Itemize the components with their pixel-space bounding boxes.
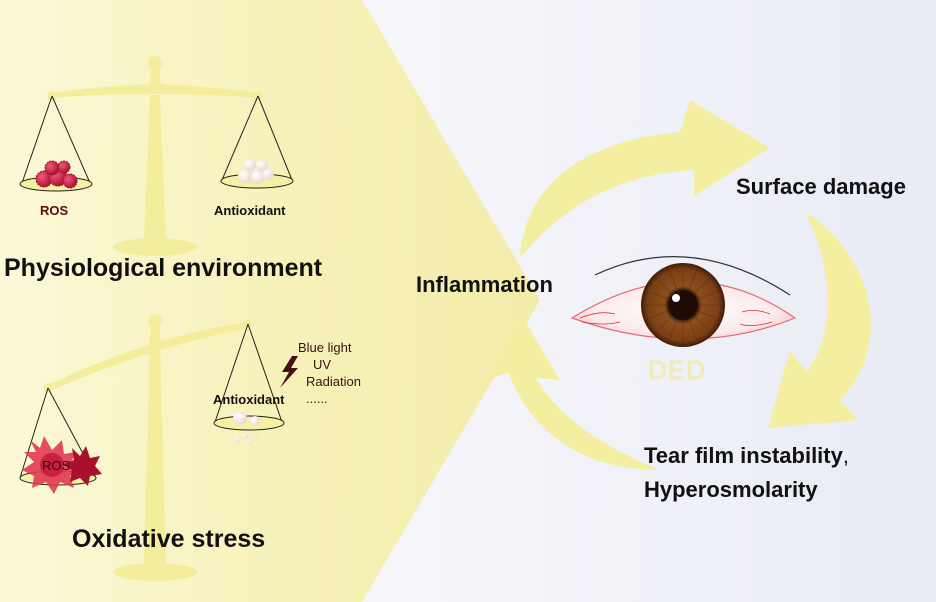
caption-oxidative-stress: Oxidative stress (72, 525, 266, 553)
antioxidant-label-top: Antioxidant (214, 203, 286, 218)
balance-scale-bottom (19, 314, 298, 581)
label-ded: DED (648, 355, 706, 385)
label-inflammation: Inflammation (416, 272, 553, 297)
tear-film-comma: , (842, 443, 849, 468)
ros-label-top: ROS (40, 203, 69, 218)
label-surface-damage: Surface damage (736, 174, 906, 199)
ros-particles-top (35, 160, 78, 189)
eye-illustration (570, 256, 797, 347)
tear-film-text: Tear film instability (644, 443, 843, 468)
balance-scale-top (19, 56, 294, 256)
ros-label-bottom: ROS (42, 458, 71, 473)
transition-arrow (0, 0, 540, 602)
antioxidant-particles-top (238, 159, 274, 184)
lightning-icon (280, 356, 298, 388)
factor-more: ...... (306, 391, 328, 406)
antioxidant-particles-bottom (233, 411, 260, 444)
eyebrow-line (594, 256, 791, 296)
arrow-to-inflammation (488, 312, 660, 470)
factor-blue-light: Blue light (298, 340, 352, 355)
ros-burst-bottom (22, 436, 102, 494)
caption-physiological: Physiological environment (4, 254, 323, 282)
factor-radiation: Radiation (306, 374, 361, 389)
antioxidant-label-bottom: Antioxidant (213, 392, 285, 407)
arrow-to-tear-film (768, 212, 871, 428)
cycle-arrows (488, 100, 871, 470)
factor-uv: UV (313, 357, 332, 372)
arrow-to-surface-damage (520, 100, 770, 258)
label-tear-film: Tear film instability, (644, 443, 849, 469)
label-hyperosmolarity: Hyperosmolarity (644, 477, 818, 502)
pupil (668, 290, 698, 320)
